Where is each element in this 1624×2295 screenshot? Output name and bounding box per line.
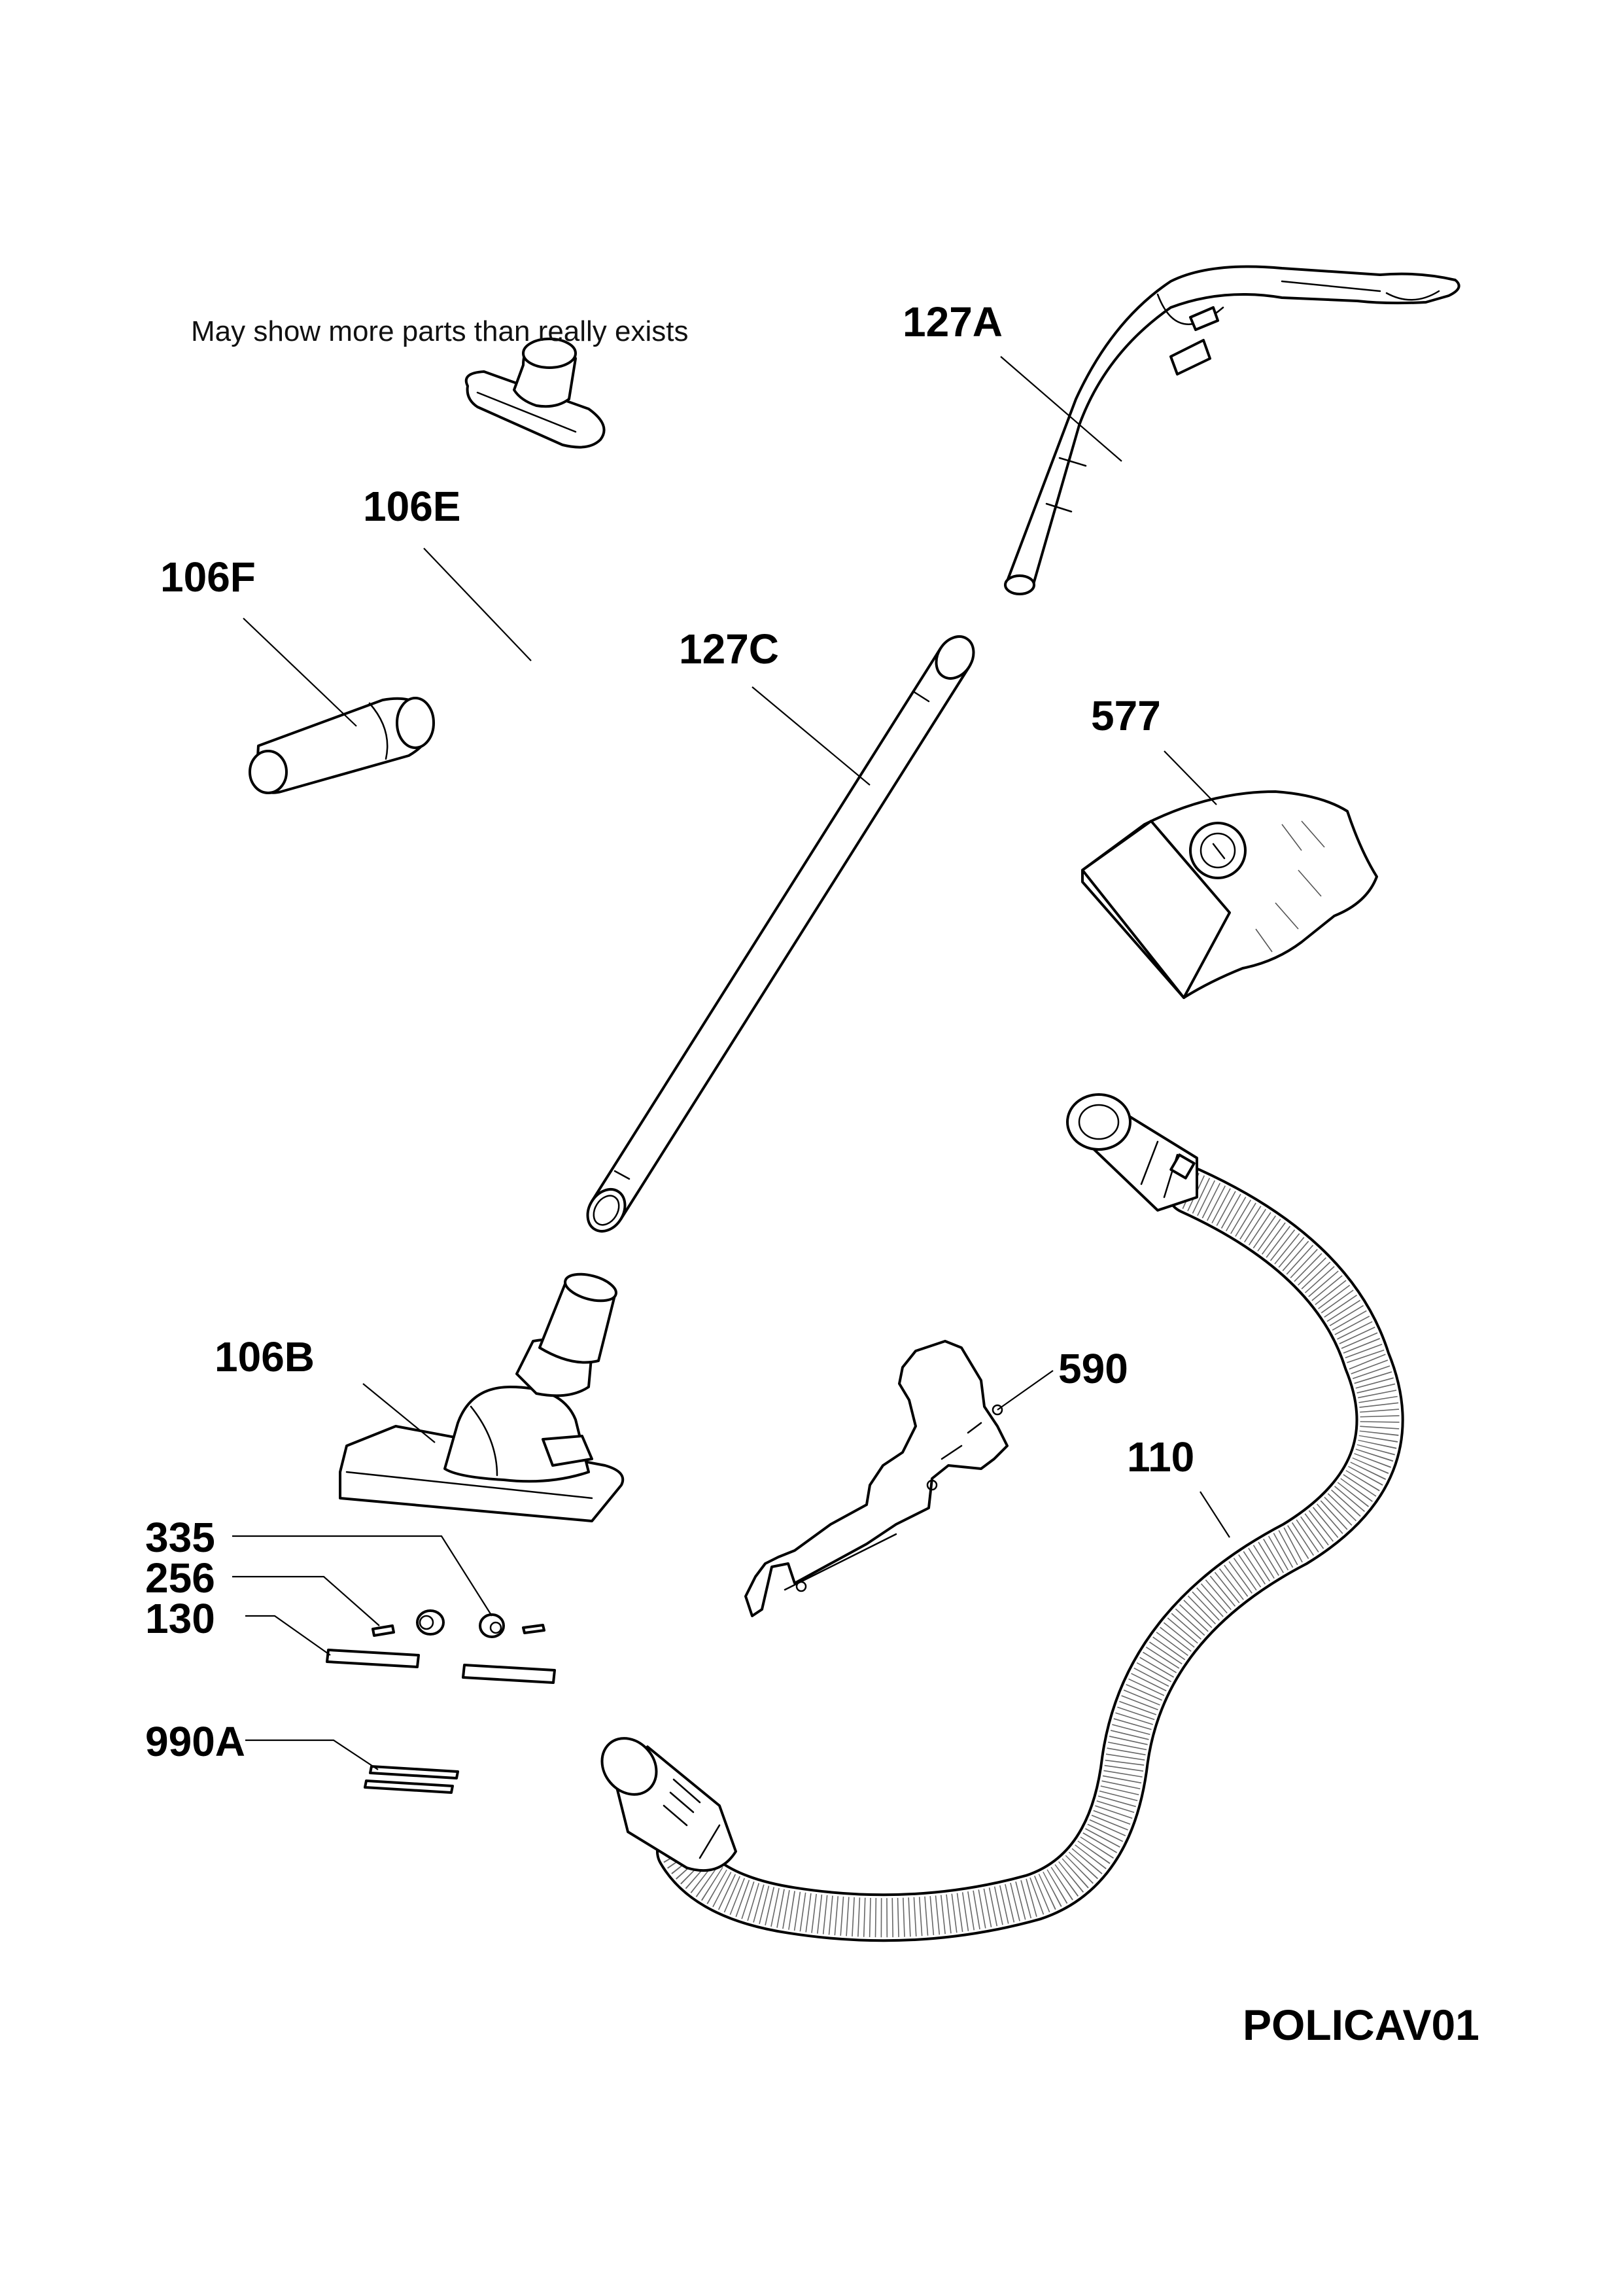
label-106b: 106B	[215, 1333, 315, 1380]
part-127a-handle	[1004, 265, 1460, 595]
label-130: 130	[145, 1595, 215, 1642]
label-335: 335	[145, 1514, 215, 1561]
label-106f: 106F	[160, 553, 256, 601]
label-127a: 127A	[903, 298, 1003, 345]
label-127c: 127C	[679, 625, 779, 673]
part-106b-floor-nozzle	[339, 1272, 625, 1522]
leader-lines	[232, 356, 1230, 1770]
label-990a: 990A	[145, 1718, 245, 1765]
part-106f-crevice-tool	[249, 697, 435, 794]
part-590-accessory-holder	[744, 1340, 1009, 1617]
label-577: 577	[1091, 692, 1161, 739]
label-256: 256	[145, 1554, 215, 1602]
part-110-hose	[600, 1093, 1404, 1942]
part-127c-tube	[586, 635, 975, 1233]
diagram-code: POLICAV01	[1243, 2001, 1479, 2049]
disclaimer-note: May show more parts than really exists	[191, 315, 689, 347]
label-590: 590	[1058, 1345, 1128, 1392]
part-106e-nozzle	[464, 338, 606, 449]
part-335-256-130-small-parts	[326, 1609, 556, 1794]
label-106e: 106E	[363, 483, 461, 530]
part-577-dust-bag	[1081, 790, 1378, 999]
label-110: 110	[1127, 1433, 1195, 1480]
